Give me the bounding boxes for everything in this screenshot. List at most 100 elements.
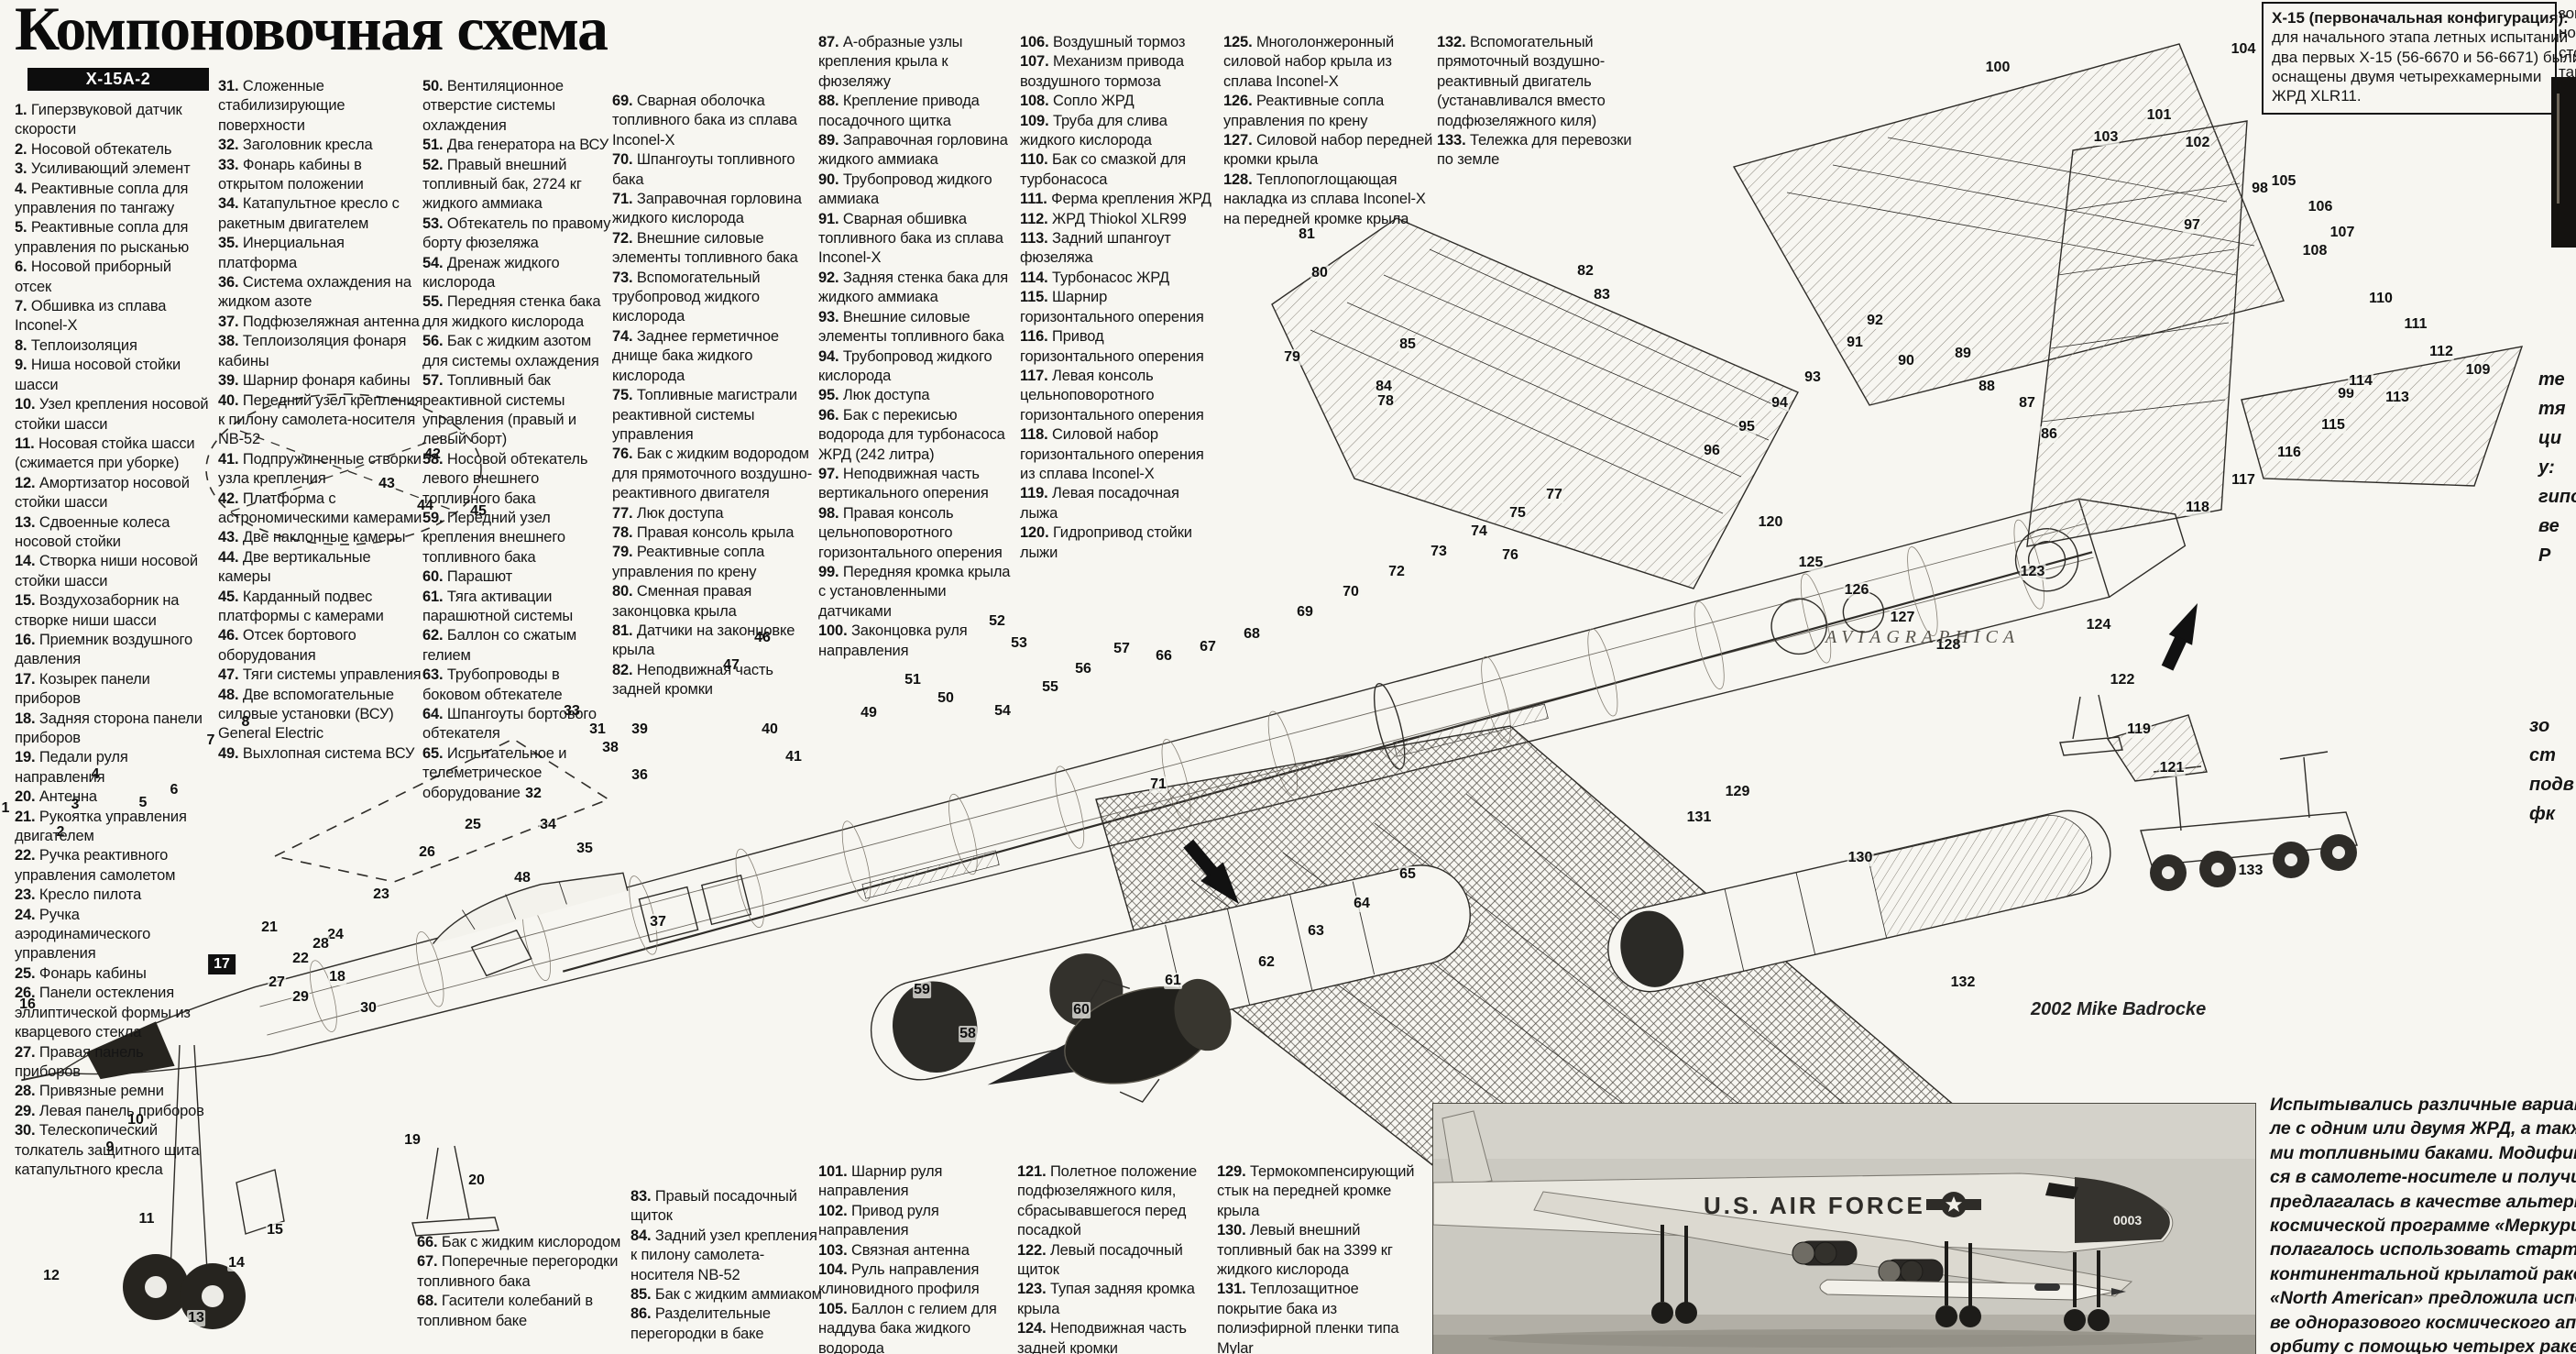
part-item-82: 82. Неподвижная часть задней кромки bbox=[612, 661, 773, 699]
part-item-119: 119. Левая посадочная лыжа bbox=[1020, 485, 1179, 522]
part-item-111: 111. Ферма крепления ЖРД bbox=[1020, 191, 1211, 208]
part-item-33: 33. Фонарь кабины в открытом положении bbox=[218, 156, 364, 193]
callout-102: 102 bbox=[2184, 135, 2211, 151]
part-item-15: 15. Воздухозаборник на створке ниши шасс… bbox=[15, 592, 180, 629]
part-item-55: 55. Передняя стенка бака для жидкого кис… bbox=[422, 293, 601, 330]
callout-48: 48 bbox=[513, 870, 532, 886]
callout-133: 133 bbox=[2237, 863, 2264, 879]
callout-129: 129 bbox=[1724, 784, 1751, 800]
ramjet-engine bbox=[987, 978, 1232, 1103]
callout-7: 7 bbox=[205, 732, 216, 749]
text-line: ве bbox=[2538, 516, 2560, 536]
parts-column-7: 125. Многолонжеронный силовой набор крыл… bbox=[1223, 33, 1434, 229]
part-item-52: 52. Правый внешний топливный бак, 2724 к… bbox=[422, 156, 582, 213]
part-item-7: 7. Обшивка из сплава Inconel-X bbox=[15, 298, 167, 335]
callout-75: 75 bbox=[1508, 505, 1527, 522]
ground-dolly bbox=[2140, 751, 2358, 891]
callout-90: 90 bbox=[1897, 353, 1915, 369]
callout-50: 50 bbox=[937, 690, 955, 707]
callout-109: 109 bbox=[2464, 362, 2492, 379]
part-item-6: 6. Носовой приборный отсек bbox=[15, 259, 171, 295]
part-item-110: 110. Бак со смазкой для турбонасоса bbox=[1020, 151, 1187, 188]
callout-12: 12 bbox=[42, 1268, 60, 1284]
part-item-45: 45. Карданный подвес платформы с камерам… bbox=[218, 588, 384, 624]
callout-85: 85 bbox=[1398, 336, 1417, 353]
part-item-94: 94. Трубопровод жидкого кислорода bbox=[818, 347, 992, 384]
part-item-104: 104. Руль направления клиновидного профи… bbox=[818, 1261, 980, 1298]
callout-65: 65 bbox=[1398, 866, 1417, 883]
callout-130: 130 bbox=[1847, 850, 1874, 866]
part-item-107: 107. Механизм привода воздушного тормоза bbox=[1020, 53, 1184, 90]
part-item-64: 64. Шпангоуты бортового обтекателя bbox=[422, 706, 597, 743]
b52-nose-dark bbox=[2075, 1177, 2170, 1243]
part-item-118: 118. Силовой набор горизонтального опере… bbox=[1020, 426, 1204, 482]
callout-93: 93 bbox=[1803, 369, 1822, 386]
engine-pods bbox=[1792, 1240, 1944, 1284]
parts-column-2: 31. Сложенные стабилизирующие поверхност… bbox=[218, 77, 424, 764]
callout-47: 47 bbox=[722, 657, 740, 674]
callout-55: 55 bbox=[1041, 679, 1059, 696]
part-item-53: 53. Обтекатель по правому борту фюзеляжа bbox=[422, 215, 611, 252]
edge-text-top-right: зовно остотам bbox=[2559, 4, 2576, 83]
part-item-112: 112. ЖРД Thiokol XLR99 bbox=[1020, 210, 1187, 227]
text-line: предлагалась в качестве альтернативы пи bbox=[2270, 1191, 2576, 1212]
callout-101: 101 bbox=[2145, 107, 2173, 124]
part-item-40: 40. Передний узел крепления к пилону сам… bbox=[218, 391, 423, 448]
callout-113: 113 bbox=[2384, 390, 2410, 406]
callout-16: 16 bbox=[18, 996, 37, 1013]
callout-11: 11 bbox=[137, 1211, 156, 1227]
part-item-115: 115. Шарнир горизонтального оперения bbox=[1020, 289, 1204, 325]
callout-82: 82 bbox=[1576, 263, 1595, 280]
camera-field-dashed bbox=[205, 393, 482, 545]
part-item-57: 57. Топливный бак реактивной системы упр… bbox=[422, 372, 577, 448]
variant-badge: X-15A-2 bbox=[27, 68, 209, 91]
callout-116: 116 bbox=[2276, 445, 2302, 461]
callout-51: 51 bbox=[904, 672, 922, 688]
part-item-121: 121. Полетное положение подфюзеляжного к… bbox=[1017, 1163, 1198, 1239]
callout-84: 84 bbox=[1375, 379, 1393, 395]
part-item-76: 76. Бак с жидким водородом для прямоточн… bbox=[612, 446, 813, 502]
callout-3: 3 bbox=[70, 797, 81, 813]
callout-1: 1 bbox=[0, 800, 11, 817]
part-item-90: 90. Трубопровод жидкого аммиака bbox=[818, 171, 992, 208]
parts-column-3: 50. Вентиляционное отверстие системы охл… bbox=[422, 77, 619, 803]
callout-36: 36 bbox=[630, 767, 649, 784]
part-item-46: 46. Отсек бортового оборудования bbox=[218, 627, 356, 664]
part-item-3: 3. Усиливающий элемент bbox=[15, 160, 191, 178]
callout-121: 121 bbox=[2158, 760, 2186, 776]
part-item-65: 65. Испытательное и телеметрическое обор… bbox=[422, 744, 567, 801]
part-item-9: 9. Ниша носовой стойки шасси bbox=[15, 357, 181, 393]
part-item-106: 106. Воздушный тормоз bbox=[1020, 34, 1186, 50]
callout-126: 126 bbox=[1843, 582, 1870, 599]
b52-nose-number: 0003 bbox=[2113, 1213, 2142, 1227]
part-item-62: 62. Баллон со сжатым гелием bbox=[422, 627, 577, 664]
text-line: ле с одним или двумя ЖРД, а также с огро… bbox=[2270, 1118, 2576, 1139]
part-item-42: 42. Платформа с астрономическими камерам… bbox=[218, 490, 422, 526]
external-tank-right bbox=[870, 864, 1471, 1081]
part-item-39: 39. Шарнир фонаря кабины bbox=[218, 372, 411, 390]
callout-14: 14 bbox=[227, 1255, 246, 1271]
callout-107: 107 bbox=[2329, 225, 2356, 241]
part-item-113: 113. Задний шпангоут фюзеляжа bbox=[1020, 230, 1171, 267]
callout-30: 30 bbox=[359, 1000, 378, 1017]
part-item-120: 120. Гидропривод стойки лыжи bbox=[1020, 524, 1192, 561]
text-line: ци bbox=[2538, 428, 2562, 448]
part-item-60: 60. Парашют bbox=[422, 568, 513, 586]
callout-70: 70 bbox=[1342, 584, 1360, 600]
callout-132: 132 bbox=[1949, 974, 1977, 991]
callout-119: 119 bbox=[2126, 721, 2152, 738]
text-line: космической программе «Меркурий». Для ее bbox=[2270, 1216, 2576, 1237]
text-line: континентальной крылатой ракеты Nava bbox=[2270, 1263, 2576, 1284]
callout-58: 58 bbox=[959, 1026, 977, 1042]
callout-79: 79 bbox=[1283, 349, 1301, 366]
callout-26: 26 bbox=[418, 844, 436, 861]
callout-44: 44 bbox=[416, 498, 434, 514]
part-item-38: 38. Теплоизоляция фонаря кабины bbox=[218, 333, 407, 369]
part-item-130: 130. Левый внешний топливный бак на 3399… bbox=[1217, 1222, 1393, 1279]
part-item-101: 101. Шарнир руля направления bbox=[818, 1163, 943, 1200]
part-item-20: 20. Антенна bbox=[15, 788, 97, 806]
callout-117: 117 bbox=[2231, 472, 2256, 489]
part-item-26: 26. Панели остекления эллиптической форм… bbox=[15, 985, 191, 1041]
part-item-41: 41. Подпружиненные створки узла креплени… bbox=[218, 450, 422, 488]
